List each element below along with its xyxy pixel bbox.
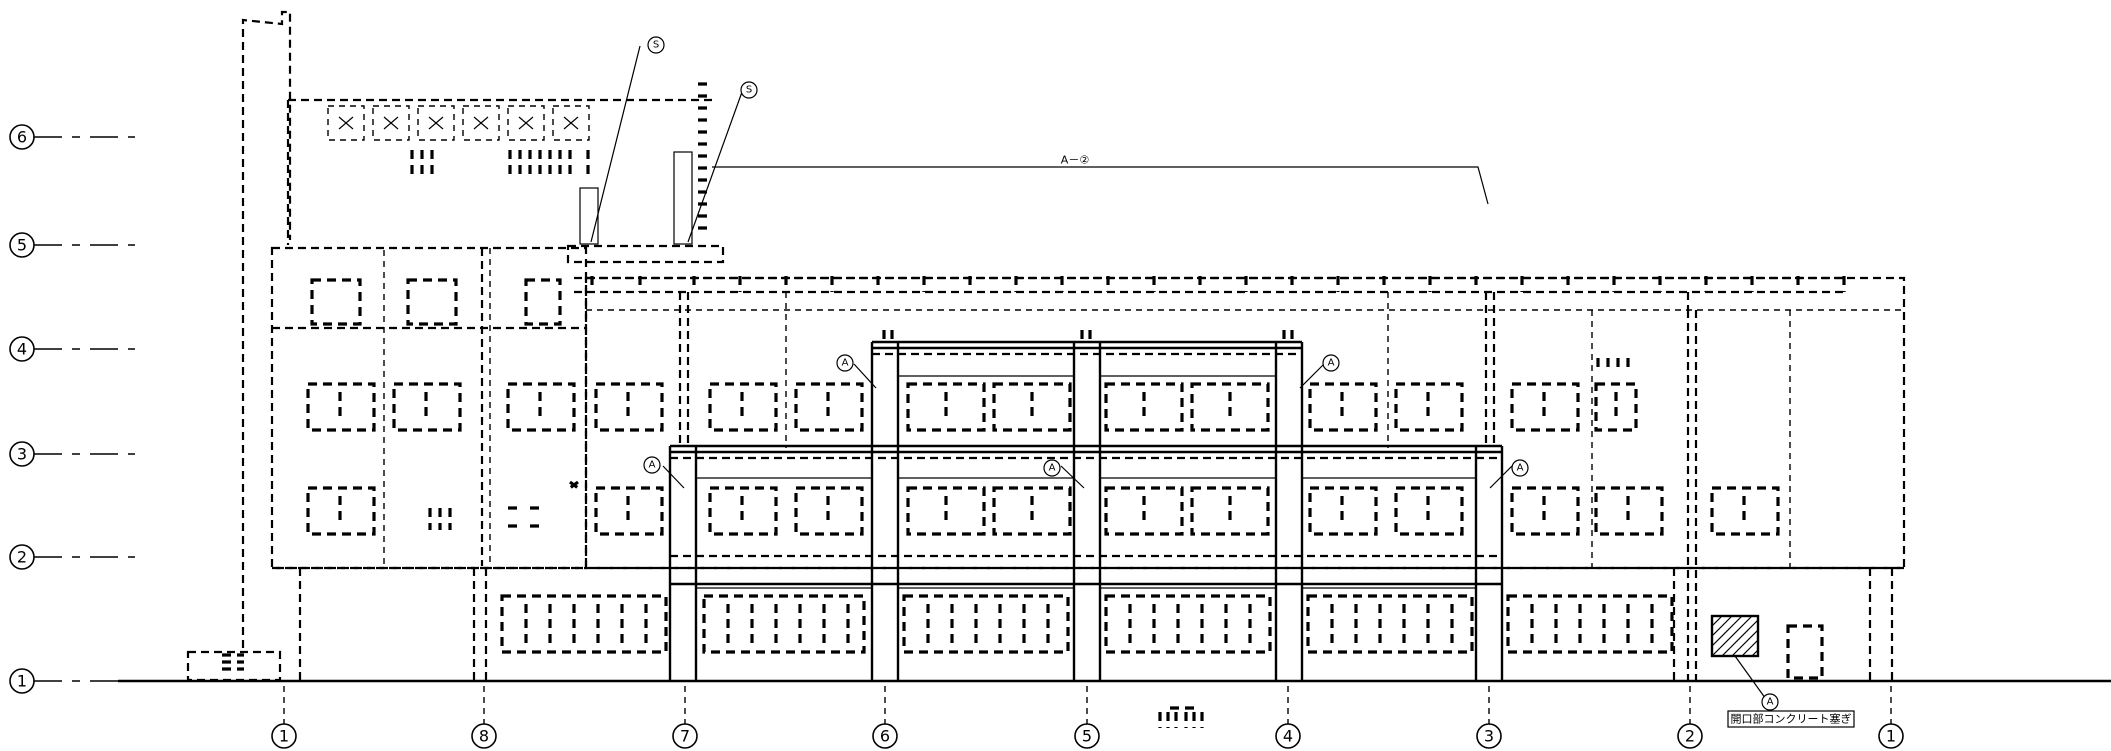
- grid-axis: 1: [1878, 686, 1904, 749]
- windows-ground: [500, 594, 1824, 680]
- tag-A-1: A: [836, 354, 854, 372]
- grid-axis-label: 4: [1283, 727, 1293, 746]
- grid-axis: 6: [872, 686, 898, 749]
- grid-axis-markers: 1 8 7 6 5 4 3: [271, 686, 1904, 749]
- windows-row-5: [310, 278, 1630, 370]
- tag-A-4: A: [1043, 459, 1061, 477]
- tag-S-2: S: [740, 81, 758, 99]
- grid-axis: 4: [1275, 686, 1301, 749]
- windows-row-3: [306, 480, 1780, 536]
- chimney: [186, 10, 292, 682]
- opening-note: 開口部コンクリート塞ぎ: [1727, 710, 1855, 728]
- tag-A-2: A: [1322, 354, 1340, 372]
- tag-letter: S: [746, 85, 752, 96]
- grid-axis: 3: [1476, 686, 1502, 749]
- parapet-posts: [590, 276, 1846, 344]
- grid-axis-label: 6: [880, 727, 890, 746]
- level-marker: 3: [9, 441, 135, 467]
- grid-axis-label: 5: [1082, 727, 1092, 746]
- grid-axis: 5: [1074, 686, 1100, 749]
- level-marker: 6: [9, 124, 135, 150]
- tag-S-1: S: [647, 36, 665, 54]
- tag-A-5: A: [1511, 459, 1529, 477]
- concrete-infill-opening: [1710, 614, 1769, 703]
- dimension-label: A－②: [1061, 154, 1090, 167]
- tag-A-6: A: [1761, 693, 1779, 711]
- central-wing: [668, 340, 1504, 681]
- penthouse: [286, 82, 725, 264]
- level-label: 3: [17, 445, 27, 464]
- tag-letter: A: [1049, 463, 1056, 474]
- level-marker: 1: [9, 668, 135, 694]
- tag-A-3: A: [643, 456, 661, 474]
- tag-letter: A: [1767, 697, 1774, 708]
- tag-letter: A: [842, 358, 849, 369]
- grid-axis: 2: [1677, 686, 1703, 749]
- level-marker: 4: [9, 336, 135, 362]
- level-marker: 2: [9, 544, 135, 570]
- level-label: 5: [17, 236, 27, 255]
- grid-axis: 1: [271, 686, 297, 749]
- tag-letter: A: [649, 460, 656, 471]
- level-label: 6: [17, 128, 27, 147]
- tag-letter: A: [1328, 358, 1335, 369]
- grid-axis: 8: [471, 686, 497, 749]
- windows-row-4: [306, 382, 1638, 432]
- opening-note-text: 開口部コンクリート塞ぎ: [1731, 712, 1852, 726]
- level-label: 2: [17, 548, 27, 567]
- grid-axis-label: 7: [680, 727, 690, 746]
- grid-axis-label: 8: [479, 727, 489, 746]
- grid-axis-label: 1: [279, 727, 289, 746]
- level-label: 1: [17, 672, 27, 691]
- north-symbol: [1158, 706, 1204, 728]
- level-label: 4: [17, 340, 27, 359]
- level-markers: 6 5 4 3 2 1: [9, 124, 135, 694]
- tag-letter: A: [1517, 463, 1524, 474]
- grid-axis-label: 3: [1484, 727, 1494, 746]
- louvre-vents: [327, 105, 590, 141]
- building-outlines: [270, 246, 1906, 681]
- stair-stack: [566, 82, 725, 264]
- grid-axis-label: 1: [1886, 727, 1896, 746]
- grid-axis: 7: [672, 686, 698, 749]
- grid-axis-label: 2: [1685, 727, 1695, 746]
- bar-vents: [410, 150, 590, 180]
- level-marker: 5: [9, 232, 135, 258]
- tag-letter: S: [653, 40, 659, 51]
- leader-lines: [590, 45, 1513, 489]
